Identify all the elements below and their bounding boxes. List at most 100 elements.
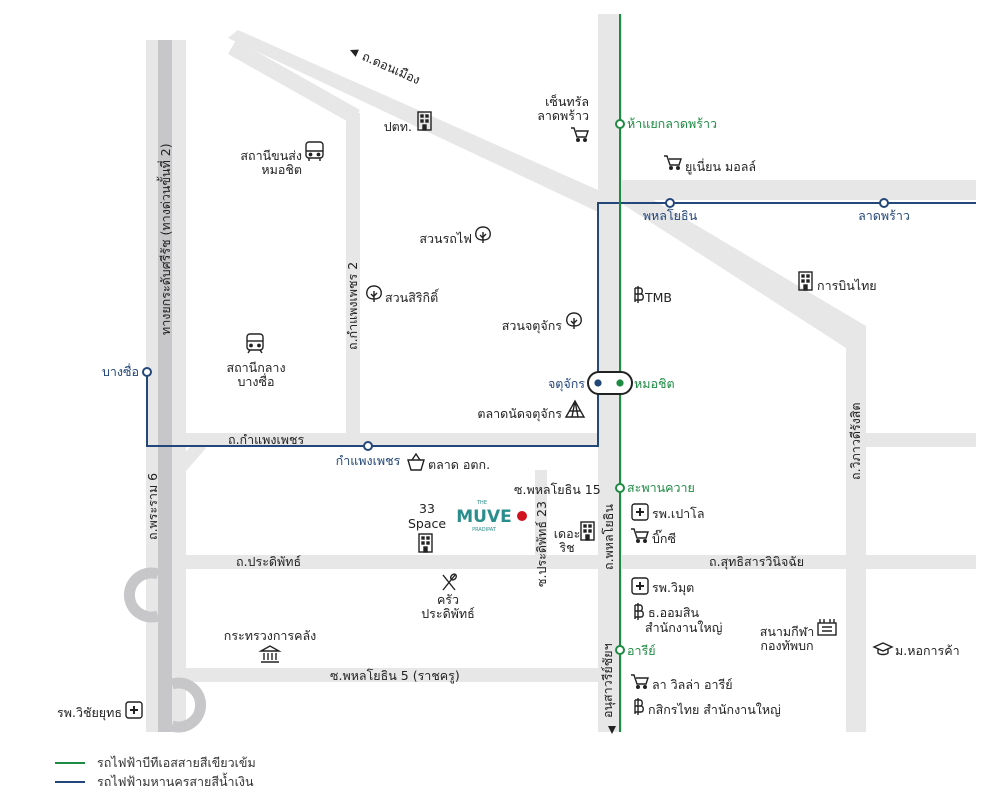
station-saphan-khwai-marker[interactable] [615, 483, 625, 493]
road-stub-east [866, 433, 976, 447]
station-labels: ห้าแยกลาดพร้าว หมอชิต สะพานควาย อารีย์ พ… [102, 116, 910, 658]
poi-vichaiyut[interactable]: รพ.วิชัยยุทธ [57, 701, 143, 721]
poi-la-villa[interactable]: ลา วิลล่า อารีย์ [631, 674, 733, 692]
poi-rot-fai-park-label: สวนรถไฟ [419, 231, 472, 246]
hospital-icon [631, 503, 649, 521]
poi-the-rich-label-2: ริช [559, 540, 574, 555]
poi-gsb[interactable]: ธ.ออมสิน สำนักงานใหญ่ [634, 603, 722, 635]
baht-icon [634, 286, 644, 303]
tree-icon [566, 312, 582, 329]
basket-icon [407, 452, 425, 471]
poi-bangsue-central-label-2: บางซื่อ [237, 373, 274, 389]
station-label-ari: อารีย์ [627, 643, 656, 658]
logo-sub: PRADIPAT [472, 527, 497, 533]
project-logo[interactable]: THE MUVE PRADIPAT [456, 500, 527, 533]
road-label-victory-monument: อนุสาวรีย์ชัยฯ [600, 643, 616, 718]
poi-kbank[interactable]: กสิกรไทย สำนักงานใหญ่ [634, 698, 781, 717]
poi-utcc[interactable]: ม.หอการค้า [872, 642, 960, 658]
station-lat-phrao-marker[interactable] [879, 198, 889, 208]
station-phahon-marker[interactable] [665, 198, 675, 208]
blue-line-layer [146, 202, 976, 447]
road-sirat [158, 40, 172, 732]
poi-33-space-label-1: 33 [419, 501, 435, 516]
legend-blue-swatch [55, 780, 85, 783]
poi-ptt-label: ปตท. [384, 119, 412, 134]
poi-central[interactable]: เซ็นทรัล ลาดพร้าว [537, 94, 589, 142]
poi-paolo[interactable]: รพ.เปาโล [631, 503, 705, 521]
graduation-cap-icon [872, 642, 894, 656]
hospital-icon [631, 577, 649, 595]
road-label-pradiphat-23: ซ.ประดิพัทธ์ 23 [534, 501, 549, 587]
tree-icon [475, 226, 491, 243]
station-label-chatuchak: จตุจักร [548, 376, 585, 392]
station-label-saphan-khwai: สะพานควาย [627, 480, 695, 495]
legend-green-label: รถไฟฟ้าบีทีเอสสายสีเขียวเข้ม [97, 754, 256, 770]
station-kamphaeng-marker[interactable] [363, 441, 373, 451]
poi-sirikit-park-label: สวนสิริกิติ์ [385, 288, 440, 305]
legend-green-swatch [55, 761, 85, 764]
building-icon [580, 521, 595, 541]
interchange-chatuchak-mochit[interactable] [587, 371, 633, 395]
shopping-cart-icon [664, 155, 682, 170]
station-bang-sue-marker[interactable] [142, 367, 152, 377]
poi-tmb[interactable]: TMB [634, 286, 672, 305]
poi-ortorkor-label: ตลาด อตก. [428, 457, 490, 472]
poi-rot-fai-park[interactable]: สวนรถไฟ [419, 226, 491, 246]
logo-the: THE [476, 500, 487, 506]
poi-kbank-label: กสิกรไทย สำนักงานใหญ่ [648, 702, 781, 717]
poi-33-space[interactable]: 33 Space [408, 501, 446, 553]
poi-ministry-finance[interactable]: กระทรวงการคลัง [224, 628, 317, 663]
building-icon [417, 111, 432, 131]
poi-vimut-label: รพ.วิมุต [652, 580, 694, 596]
stadium-icon [817, 619, 837, 636]
expressway-layer [123, 40, 207, 733]
road-label-pradiphat: ถ.ประดิพัทธ์ [236, 554, 301, 569]
road-kamphaeng-phet [186, 433, 598, 447]
road-kamphaeng-phet-2-diag [228, 40, 360, 124]
tent-icon [564, 399, 586, 418]
don-mueang-arrow-icon [350, 49, 359, 57]
poi-army-stadium[interactable]: สนามกีฬา กองทัพบก [760, 619, 837, 653]
road-don-mueang [228, 30, 598, 212]
poi-ptt[interactable]: ปตท. [384, 111, 432, 134]
road-label-kamphaeng-phet: ถ.กำแพงเพชร [228, 432, 305, 447]
baht-icon [634, 698, 644, 715]
poi-big-c-label: บิ๊กซี [652, 529, 676, 546]
baht-icon [634, 603, 644, 620]
victory-arrow-icon [608, 726, 616, 734]
station-label-phahon: พหลโยธิน [643, 208, 698, 223]
poi-bangsue-central[interactable]: สถานีกลาง บางซื่อ [226, 333, 286, 389]
road-label-phahonyothin-5: ซ.พหลโยธิน 5 (ราชครู) [330, 668, 460, 684]
station-ari-marker[interactable] [615, 645, 625, 655]
train-icon [246, 333, 264, 354]
road-lat-phrao [618, 180, 976, 200]
project-location-marker[interactable] [517, 511, 527, 521]
station-ha-yaek-marker[interactable] [615, 119, 625, 129]
road-label-sutthisan: ถ.สุทธิสารวินิจฉัย [709, 554, 804, 570]
poi-vimut[interactable]: รพ.วิมุต [631, 577, 694, 596]
legend-blue-label: รถไฟฟ้ามหานครสายสีน้ำเงิน [97, 773, 254, 789]
road-sutthisan [622, 555, 976, 569]
poi-chatuchak-market-label: ตลาดนัดจตุจักร [477, 406, 562, 422]
road-label-kamphaeng-phet-2: ถ.กำแพงเพชร 2 [345, 262, 360, 350]
poi-mochit-bus[interactable]: สถานีขนส่ง หมอชิต [240, 141, 324, 177]
station-label-bang-sue: บางซื่อ [102, 363, 139, 379]
poi-the-rich[interactable]: เดอะ ริช [554, 521, 595, 555]
poi-krua-pradiphat[interactable]: ครัว ประดิพัทธ์ [421, 573, 475, 621]
poi-tmb-label: TMB [644, 290, 672, 305]
poi-gsb-label-1: ธ.ออมสิน [648, 605, 699, 620]
poi-chatuchak-market[interactable]: ตลาดนัดจตุจักร [477, 399, 586, 422]
interchange-loop-upper [123, 567, 160, 623]
poi-union-mall[interactable]: ยูเนี่ยน มอลล์ [664, 155, 756, 175]
map-legend: รถไฟฟ้าบีทีเอสสายสีเขียวเข้ม รถไฟฟ้ามหาน… [55, 753, 256, 791]
poi-the-rich-label-1: เดอะ [554, 526, 581, 541]
poi-thai-airways[interactable]: การบินไทย [798, 271, 877, 293]
legend-row-green: รถไฟฟ้าบีทีเอสสายสีเขียวเข้ม [55, 753, 256, 772]
poi-chatuchak-park[interactable]: สวนจตุจักร [502, 312, 582, 334]
poi-ortorkor[interactable]: ตลาด อตก. [407, 452, 490, 472]
road-label-don-mueang: ถ.ดอนเมือง [360, 48, 423, 87]
hospital-icon [125, 701, 143, 719]
poi-big-c[interactable]: บิ๊กซี [631, 528, 676, 546]
poi-sirikit-park[interactable]: สวนสิริกิติ์ [366, 285, 440, 305]
